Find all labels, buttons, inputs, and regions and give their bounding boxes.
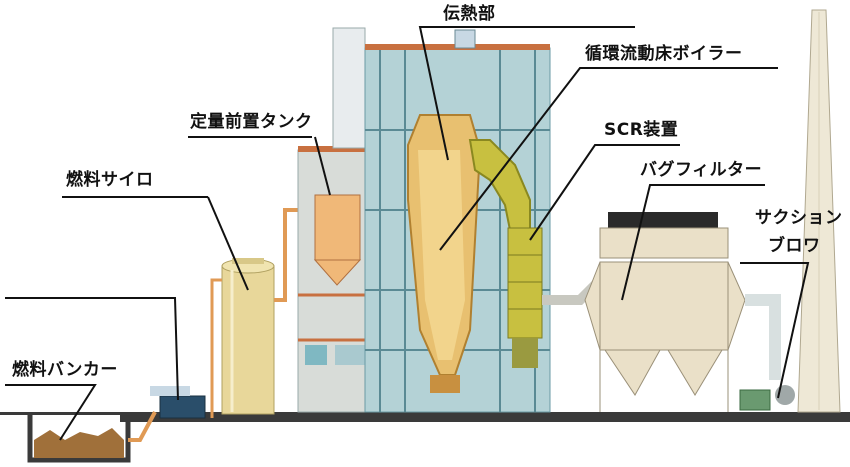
fuel-bunker-pit: [27, 412, 131, 463]
label-fuel-bunker: 燃料バンカー: [12, 360, 118, 380]
crusher-cover: [150, 386, 190, 396]
leader-lines: [5, 26, 810, 441]
label-suction-blower-line2: ブロワ: [768, 236, 821, 256]
label-heat-transfer: 伝熱部: [443, 4, 496, 24]
label-bag-filter: バグフィルター: [640, 160, 763, 180]
ground-slab: [120, 412, 850, 422]
ground-line: [0, 412, 850, 415]
leader-scr: [529, 144, 680, 241]
stack: [797, 9, 841, 413]
bag-filter: [584, 212, 746, 412]
leader-suction-blower: [740, 262, 810, 399]
leader-fuel-silo-drop: [207, 196, 249, 291]
fuel-conveyor: [128, 411, 157, 442]
label-scr: SCR装置: [604, 120, 679, 140]
crusher-box: [159, 395, 206, 419]
silo-to-tank-pipe: [274, 208, 305, 302]
leader-bag-filter: [621, 184, 765, 301]
label-fuel-silo: 燃料サイロ: [66, 170, 154, 190]
feed-building: [297, 146, 374, 413]
fuel-silo: [221, 258, 275, 415]
return-pipe: [210, 278, 222, 418]
label-suction-blower-line1: サクション: [755, 208, 843, 228]
leader-heat-transfer: [418, 26, 635, 161]
scr-unit: [507, 227, 543, 368]
leader-fixed-tank-drop: [314, 136, 331, 196]
label-fixed-tank: 定量前置タンク: [190, 112, 313, 132]
leader-fuel-bunker: [5, 297, 179, 401]
label-cfb-boiler: 循環流動床ボイラー: [585, 44, 743, 64]
leader-cfb-boiler: [439, 67, 778, 251]
leader-fuel-bunker-lower: [5, 384, 97, 441]
